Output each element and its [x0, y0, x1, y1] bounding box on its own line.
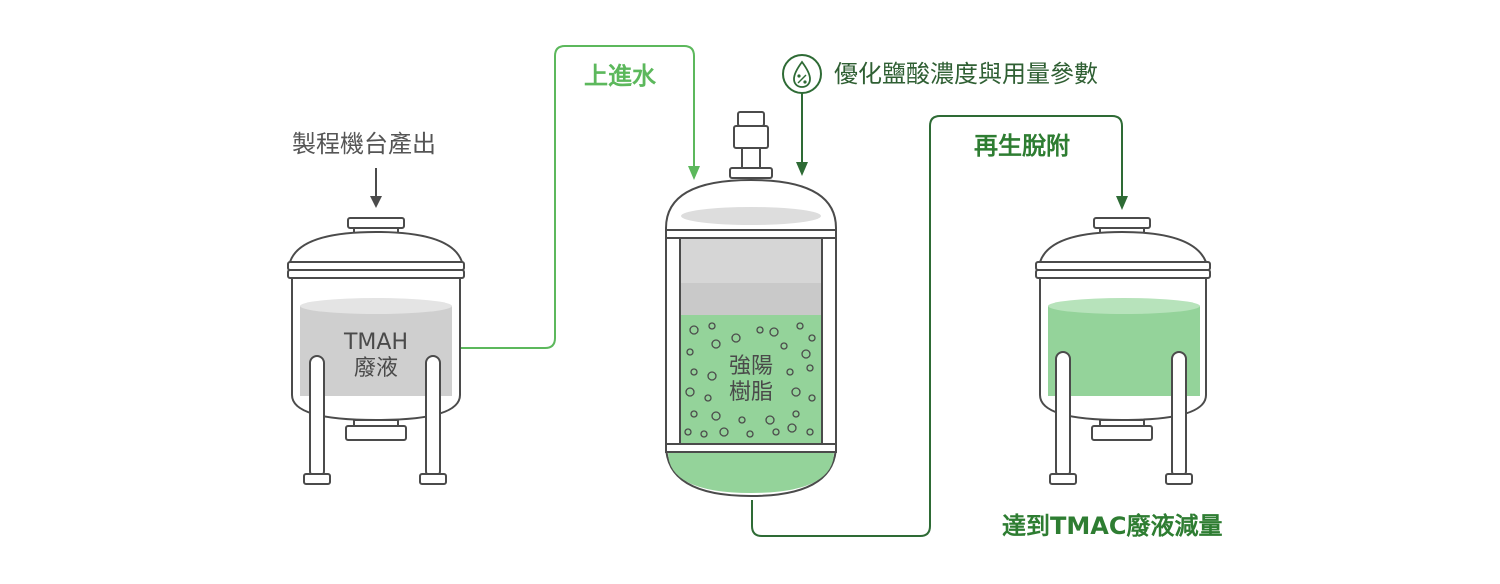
- optimize-label: 優化鹽酸濃度與用量參數: [834, 60, 1098, 88]
- resin-label-line1: 強陽: [728, 354, 773, 379]
- result-tank-top-nozzle: [1093, 217, 1151, 229]
- waste-tank-lid: [288, 230, 464, 263]
- waste-tank: [287, 217, 465, 485]
- resin-column-valve-top: [737, 111, 765, 127]
- source-label: 製程機台產出: [292, 130, 436, 158]
- result-tank-lid: [1038, 230, 1208, 263]
- optimize-arrowhead: [796, 162, 808, 176]
- water-inlet-flow-line: [458, 45, 695, 349]
- regeneration-arrowhead: [1116, 196, 1128, 210]
- water-inlet-arrowhead: [688, 166, 700, 180]
- result-tank-leg-right: [1171, 351, 1187, 479]
- waste-tank-label: TMAH 廢液: [316, 330, 436, 383]
- result-tank-leg-left: [1055, 351, 1071, 479]
- resin-bubbles: [684, 322, 816, 438]
- result-label: 達到TMAC廢液減量: [1002, 512, 1223, 540]
- source-arrowhead: [370, 196, 382, 208]
- regeneration-flow-line: [751, 115, 1123, 537]
- regeneration-label: 再生脫附: [974, 132, 1070, 160]
- waste-tank-label-line2: 廢液: [353, 356, 398, 382]
- resin-bed: [681, 315, 821, 443]
- result-tank: [1035, 217, 1211, 485]
- waste-tank-label-line1: TMAH: [343, 330, 408, 355]
- water-inlet-label: 上進水: [584, 62, 656, 90]
- resin-column: [665, 111, 837, 498]
- resin-label: 強陽 樹脂: [691, 354, 811, 407]
- waste-tank-top-nozzle: [347, 217, 405, 229]
- percent-drop-icon: [782, 54, 822, 94]
- resin-label-line2: 樹脂: [728, 380, 773, 406]
